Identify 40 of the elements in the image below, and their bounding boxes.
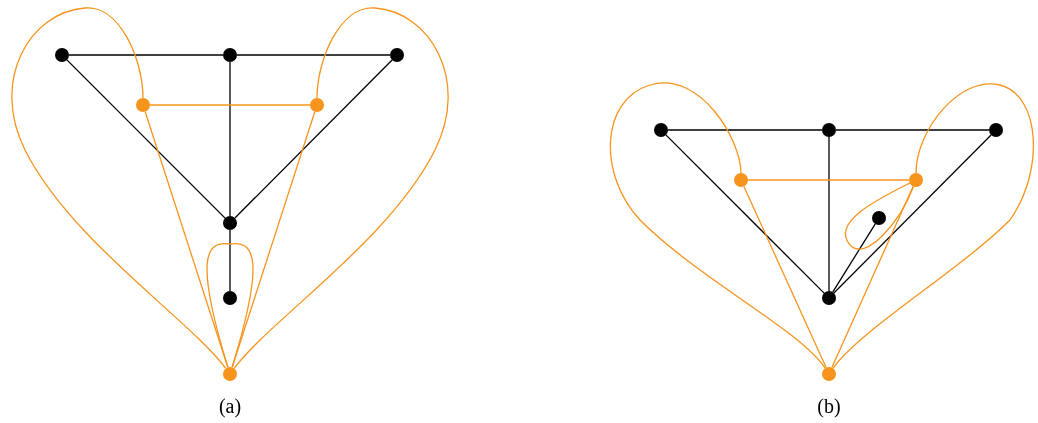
graph-edge	[833, 134, 992, 294]
graph-edge	[233, 7, 449, 370]
graph-edge	[66, 59, 226, 219]
vertex-dot	[136, 98, 150, 112]
graph-edge	[11, 7, 227, 370]
vertex-dot	[822, 123, 836, 137]
graph-edge	[229, 229, 231, 292]
vertex-dot	[390, 48, 404, 62]
vertex-dot	[822, 367, 836, 381]
graph-edge	[665, 134, 825, 294]
graph-edge	[743, 185, 827, 369]
panel-label: (b)	[817, 395, 841, 418]
vertex-dot	[734, 173, 748, 187]
vertex-dot	[909, 173, 923, 187]
graph-edge	[609, 82, 826, 369]
graph-edge	[831, 185, 914, 369]
graph-edge	[234, 59, 393, 219]
graph-edge	[828, 136, 830, 292]
vertex-dot	[223, 367, 237, 381]
vertex-dot	[822, 291, 836, 305]
graph-edge	[236, 54, 391, 56]
vertex-dot	[223, 216, 237, 230]
graph-edge	[667, 129, 823, 131]
graph-edge	[206, 242, 254, 368]
graph-edge	[149, 104, 311, 106]
graph-edge	[832, 83, 1034, 369]
graph-edge	[747, 179, 910, 181]
vertex-dot	[989, 123, 1003, 137]
vertex-dot	[55, 48, 69, 62]
vertex-dot	[223, 291, 237, 305]
graph-edge	[835, 129, 990, 131]
graph-edge	[68, 54, 224, 56]
graph-edge	[844, 182, 915, 250]
graph-edge	[832, 223, 876, 293]
vertex-dot	[654, 123, 668, 137]
vertex-dot	[310, 98, 324, 112]
panel-label: (a)	[218, 395, 242, 418]
graph-edge	[229, 61, 231, 217]
vertex-dot	[872, 211, 886, 225]
vertex-dot	[223, 48, 237, 62]
